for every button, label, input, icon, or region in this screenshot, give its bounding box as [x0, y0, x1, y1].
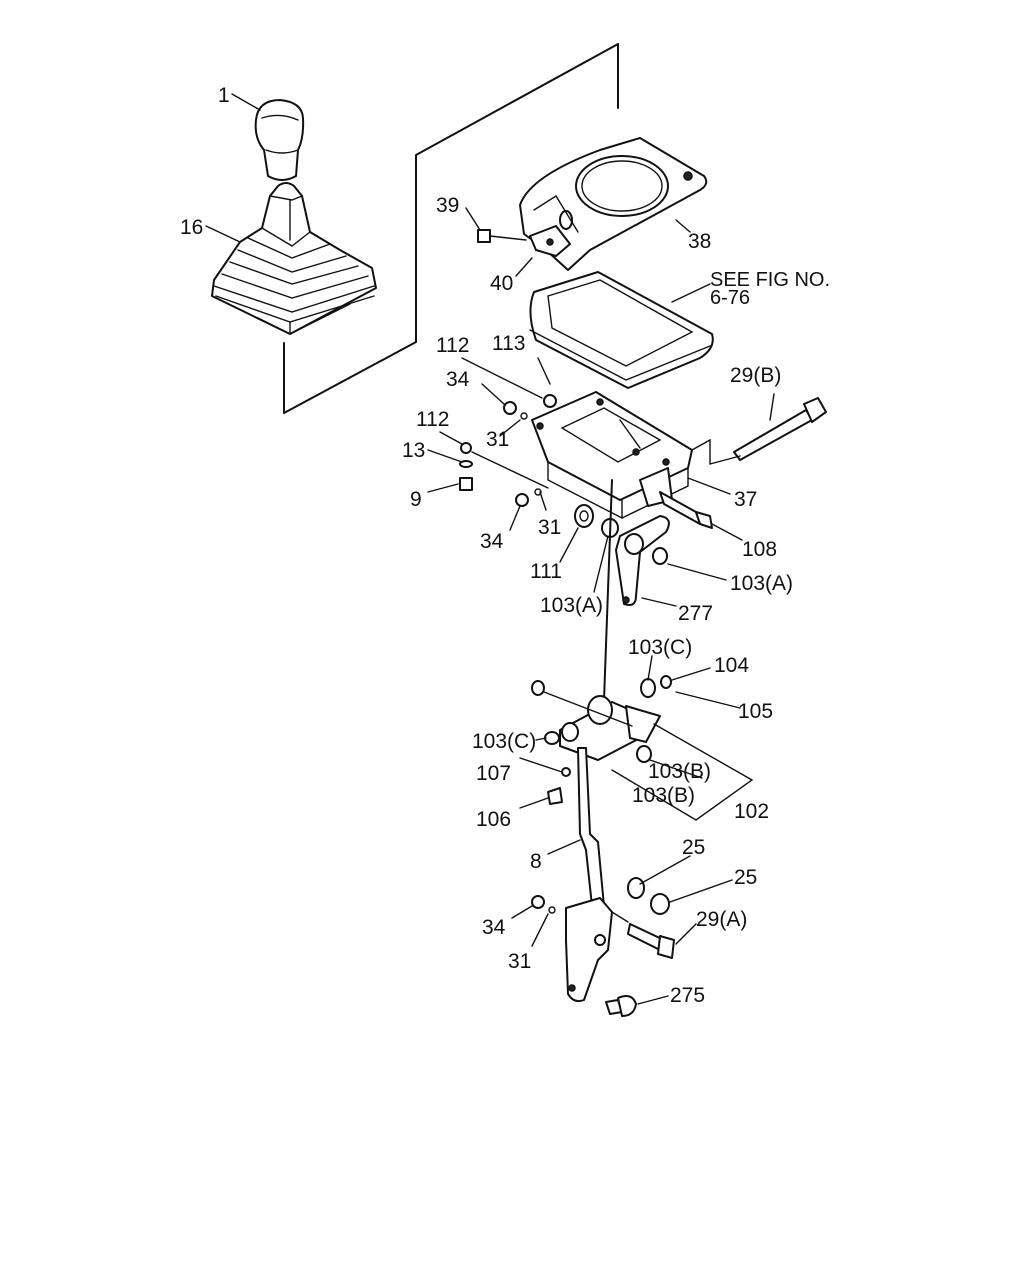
collar-111 [574, 504, 594, 528]
label-38: 38 [688, 230, 711, 253]
bolt-108 [659, 491, 713, 529]
label-106: 106 [476, 808, 511, 831]
small-hardware-mid [544, 675, 672, 805]
leader-lines [205, 93, 775, 1005]
lever-277 [615, 515, 670, 606]
bolt-29a [627, 923, 675, 959]
shift-knob [254, 99, 305, 181]
shift-lever-8 [565, 747, 613, 1003]
label-31-mid: 31 [538, 516, 561, 539]
screw-275 [605, 995, 637, 1017]
label-104: 104 [714, 654, 749, 677]
label-16: 16 [180, 216, 203, 239]
label-see-fig-line1: SEE FIG NO. [710, 269, 830, 291]
bracket-40 [529, 225, 571, 257]
assembly-outline [283, 43, 619, 414]
label-113: 113 [492, 332, 525, 355]
bolt-29a-axis [611, 911, 629, 923]
label-108: 108 [742, 538, 777, 561]
label-31-upper: 31 [486, 428, 509, 451]
label-39: 39 [436, 194, 459, 217]
bolt-29b [733, 397, 827, 461]
shifter-housing [531, 391, 693, 520]
shift-boot [211, 182, 377, 335]
part-labels: 1 16 39 38 40 SEE FIG NO. 6-76 112 113 3… [180, 84, 830, 1007]
label-103c-left: 103(C) [472, 730, 536, 753]
label-29a: 29(A) [696, 908, 747, 931]
nut-lower [531, 895, 556, 914]
label-25-upper: 25 [682, 836, 705, 859]
label-277: 277 [678, 602, 713, 625]
shaft-line [603, 479, 613, 701]
label-see-fig-line2: 6-76 [710, 287, 750, 309]
small-hardware-top [459, 394, 557, 507]
label-1: 1 [218, 84, 230, 107]
label-275: 275 [670, 984, 705, 1007]
label-112-mid: 112 [416, 408, 449, 431]
selector-assembly [531, 680, 661, 763]
label-40: 40 [490, 272, 513, 295]
cover-plate [519, 137, 708, 271]
bolt-39 [477, 229, 527, 243]
label-112-top: 112 [436, 334, 469, 357]
label-103a-left: 103(A) [540, 594, 603, 617]
group-102-bracket [611, 723, 754, 821]
label-111: 111 [530, 560, 562, 583]
label-103c-top: 103(C) [628, 636, 692, 659]
label-107: 107 [476, 762, 511, 785]
label-103a-right: 103(A) [730, 572, 793, 595]
label-103b-upper: 103(B) [648, 760, 711, 783]
label-34-top: 34 [446, 368, 470, 391]
label-25-lower: 25 [734, 866, 757, 889]
label-34-lower: 34 [482, 916, 506, 939]
label-29b: 29(B) [730, 364, 781, 387]
label-105: 105 [738, 700, 773, 723]
label-13: 13 [402, 439, 425, 462]
label-37: 37 [734, 488, 757, 511]
label-8: 8 [530, 850, 542, 873]
washers-25 [627, 877, 670, 915]
label-102: 102 [734, 800, 769, 823]
label-31-lower: 31 [508, 950, 531, 973]
label-34-mid: 34 [480, 530, 504, 553]
label-103b-lower: 103(B) [632, 784, 695, 807]
housing-bolt-leader [691, 438, 741, 465]
label-9: 9 [410, 488, 422, 511]
gasket [529, 271, 714, 389]
